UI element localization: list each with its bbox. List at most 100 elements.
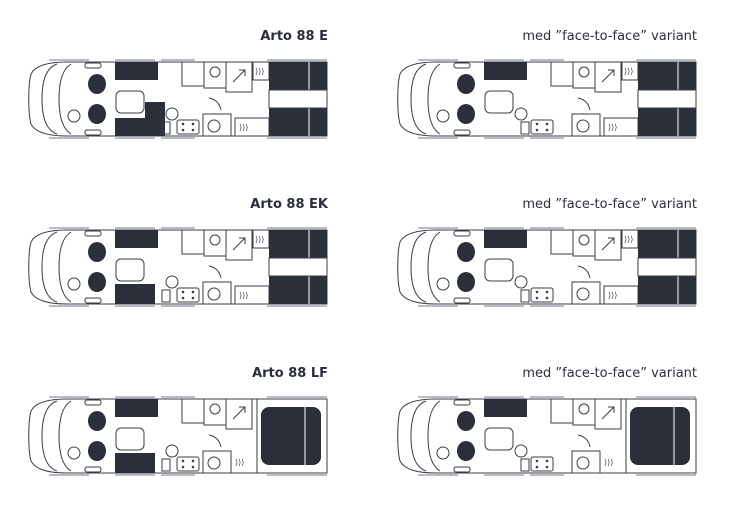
bedroom <box>625 398 697 474</box>
burner <box>545 122 549 126</box>
mirror <box>453 297 471 304</box>
queen-bed <box>630 407 690 465</box>
washbasin-icon <box>578 66 590 78</box>
burner <box>181 122 185 126</box>
steering-wheel-icon <box>436 277 450 291</box>
shower-head-icon <box>232 406 246 420</box>
windshield <box>410 63 427 135</box>
floorplan-arto-88-ek-face-to-face: ⟩⟩⟩ ⟩⟩⟩ <box>397 227 697 307</box>
steps-icon: ⟩⟩⟩ <box>235 458 244 467</box>
steering-wheel-icon <box>67 109 81 123</box>
variant-title: med ”face-to-face” variant <box>522 197 697 212</box>
passenger-seat <box>457 441 475 461</box>
steps-icon: ⟩⟩⟩ <box>255 67 264 76</box>
table <box>115 427 145 451</box>
model-title-arto-88-e: Arto 88 E <box>260 29 328 44</box>
shower-head-icon <box>601 69 615 83</box>
kitchen-sink-icon <box>165 444 179 458</box>
sofa-bottom <box>115 453 155 473</box>
floorplan-arto-88-lf-face-to-face: ⟩⟩⟩ <box>397 396 697 476</box>
washbasin-icon <box>578 403 590 415</box>
passenger-seat <box>88 441 106 461</box>
mirror <box>453 230 471 237</box>
shower <box>594 61 622 93</box>
stove-icon <box>176 119 200 135</box>
steps-icon: ⟩⟩⟩ <box>608 291 617 300</box>
toilet-room <box>202 113 232 137</box>
kitchen-sink-icon <box>514 444 528 458</box>
burner <box>535 128 539 132</box>
body-outline <box>397 229 697 305</box>
floorplan-arto-88-e-face-to-face: ⟩⟩⟩⟩⟩⟩ <box>397 59 697 139</box>
washroom <box>203 398 227 426</box>
bed-connector <box>637 89 697 109</box>
washbasin-icon <box>209 234 221 246</box>
shower-head-icon <box>601 406 615 420</box>
steps-icon: ⟩⟩⟩ <box>255 235 264 244</box>
burner <box>191 465 195 469</box>
dashboard <box>58 63 72 135</box>
burner <box>535 465 539 469</box>
door-swing <box>208 265 222 279</box>
burner <box>545 128 549 132</box>
driver-seat <box>88 411 106 431</box>
mirror <box>84 230 102 237</box>
burner <box>191 122 195 126</box>
shower <box>594 398 622 430</box>
wardrobe <box>550 398 574 424</box>
table <box>484 90 514 114</box>
wardrobe <box>550 61 574 87</box>
toilet-room <box>202 281 232 305</box>
burner <box>181 128 185 132</box>
burner <box>545 465 549 469</box>
toilet-icon <box>576 119 590 133</box>
sofa-top <box>115 62 158 80</box>
bench-front <box>484 230 527 248</box>
variant-title: med ”face-to-face” variant <box>522 366 697 381</box>
fridge <box>520 458 530 472</box>
shower <box>225 398 253 430</box>
burner <box>181 465 185 469</box>
mirror <box>84 466 102 473</box>
door-swing <box>208 434 222 448</box>
burner <box>181 290 185 294</box>
door-swing <box>577 434 591 448</box>
bed-connector <box>268 89 328 109</box>
model-title-arto-88-lf: Arto 88 LF <box>252 366 328 381</box>
washroom <box>203 61 227 89</box>
single-bed-left <box>269 230 327 258</box>
door-swing <box>577 265 591 279</box>
washroom <box>572 61 596 89</box>
burner <box>191 459 195 463</box>
kitchen-sink-icon <box>514 107 528 121</box>
sofa-bottom <box>115 284 155 304</box>
windshield <box>41 63 58 135</box>
steering-wheel-icon <box>67 446 81 460</box>
burner <box>535 296 539 300</box>
steps-icon: ⟩⟩⟩ <box>604 458 613 467</box>
dashboard <box>58 400 72 472</box>
burner <box>545 459 549 463</box>
shower <box>225 61 253 93</box>
burner <box>545 290 549 294</box>
steering-wheel-icon <box>67 277 81 291</box>
floorplan-arto-88-lf: ⟩⟩⟩ <box>28 396 328 476</box>
mirror <box>84 129 102 136</box>
single-bed-right <box>638 276 696 304</box>
single-bed-right <box>269 108 327 136</box>
steps-icon: ⟩⟩⟩ <box>624 235 633 244</box>
shower <box>225 229 253 261</box>
washbasin-icon <box>209 66 221 78</box>
washbasin-icon <box>209 403 221 415</box>
windshield <box>410 231 427 303</box>
washbasin-icon <box>578 234 590 246</box>
steps-icon: ⟩⟩⟩ <box>239 291 248 300</box>
windshield <box>41 400 58 472</box>
body-outline <box>397 398 697 474</box>
door-swing <box>208 97 222 111</box>
dashboard <box>427 400 441 472</box>
steps-icon: ⟩⟩⟩ <box>624 67 633 76</box>
washroom <box>203 229 227 257</box>
floorplan-arto-88-e: ⟩⟩⟩⟩⟩⟩ <box>28 59 328 139</box>
sofa-top <box>115 230 158 248</box>
